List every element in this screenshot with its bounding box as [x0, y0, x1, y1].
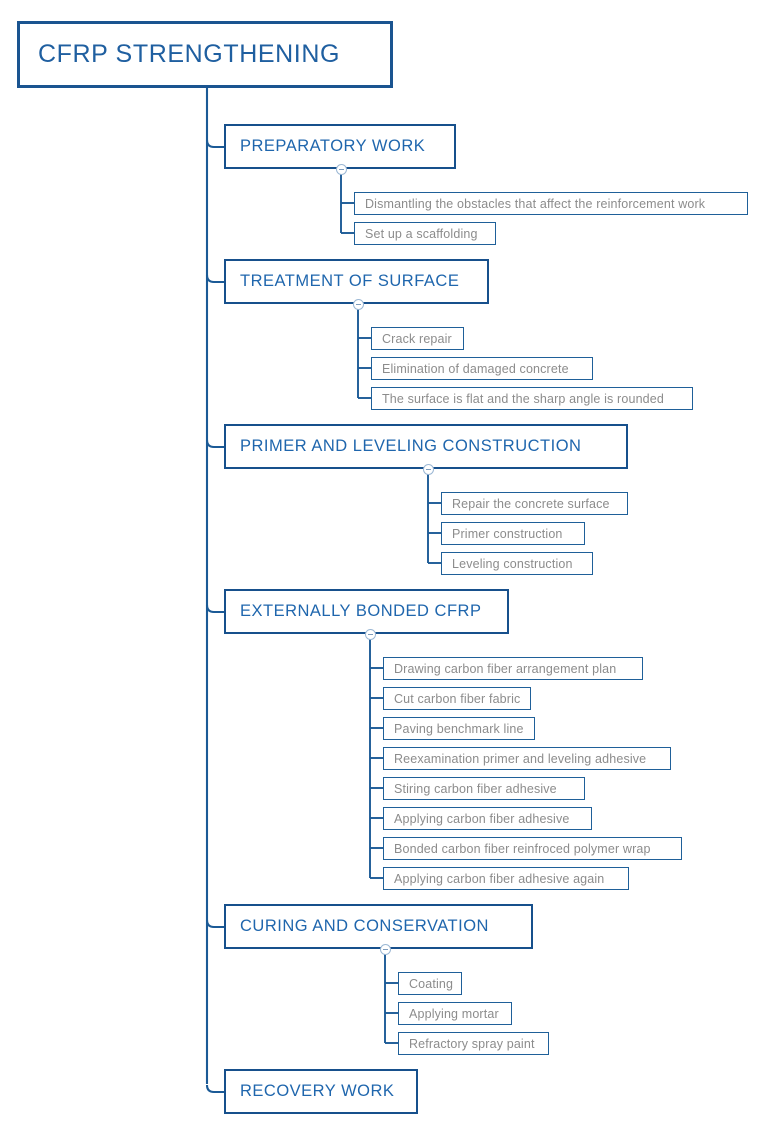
leaf-node[interactable]: Elimination of damaged concrete [371, 357, 593, 380]
branch-node-curing-and-conservation[interactable]: CURING AND CONSERVATION [224, 904, 533, 949]
branch-node-label: CURING AND CONSERVATION [240, 917, 489, 935]
elbow-branch-3 [205, 439, 224, 449]
leaf-node-label: Reexamination primer and leveling adhesi… [394, 751, 647, 766]
leaf-node[interactable]: Coating [398, 972, 462, 995]
leaf-node-label: Refractory spray paint [409, 1036, 535, 1051]
collapse-toggle-branch-4[interactable] [365, 629, 376, 640]
leaf-node[interactable]: Set up a scaffolding [354, 222, 496, 245]
elbow-branch-5 [205, 919, 224, 929]
elbow-branch-1 [205, 139, 224, 149]
leaf-node-label: Repair the concrete surface [452, 496, 610, 511]
branch-node-treatment-of-surface[interactable]: TREATMENT OF SURFACE [224, 259, 489, 304]
leaf-node-label: Coating [409, 976, 454, 991]
minus-icon [368, 634, 373, 635]
leaf-node-label: Cut carbon fiber fabric [394, 691, 521, 706]
leaf-node[interactable]: Reexamination primer and leveling adhesi… [383, 747, 671, 770]
leaf-node[interactable]: Stiring carbon fiber adhesive [383, 777, 585, 800]
branch-node-primer-and-leveling-construction[interactable]: PRIMER AND LEVELING CONSTRUCTION [224, 424, 628, 469]
leaf-node[interactable]: Leveling construction [441, 552, 593, 575]
leaf-node-label: Applying mortar [409, 1006, 499, 1021]
elbow-branch-4 [205, 604, 224, 614]
branch-node-externally-bonded-cfrp[interactable]: EXTERNALLY BONDED CFRP [224, 589, 509, 634]
leaf-node[interactable]: The surface is flat and the sharp angle … [371, 387, 693, 410]
branch-node-label: TREATMENT OF SURFACE [240, 272, 460, 290]
leaf-node-label: The surface is flat and the sharp angle … [382, 391, 664, 406]
elbow-branch-2 [205, 274, 224, 284]
minus-icon [339, 169, 344, 170]
collapse-toggle-branch-5[interactable] [380, 944, 391, 955]
branch-node-label: RECOVERY WORK [240, 1082, 395, 1100]
leaf-node[interactable]: Drawing carbon fiber arrangement plan [383, 657, 643, 680]
leaf-node[interactable]: Crack repair [371, 327, 464, 350]
leaf-node[interactable]: Applying carbon fiber adhesive again [383, 867, 629, 890]
branch-node-label: PREPARATORY WORK [240, 137, 426, 155]
collapse-toggle-branch-1[interactable] [336, 164, 347, 175]
leaf-node-label: Dismantling the obstacles that affect th… [365, 196, 706, 211]
root-node[interactable]: CFRP STRENGTHENING [17, 21, 393, 88]
leaf-node-label: Stiring carbon fiber adhesive [394, 781, 557, 796]
leaf-node-label: Applying carbon fiber adhesive [394, 811, 570, 826]
minus-icon [383, 949, 388, 950]
leaf-node-label: Bonded carbon fiber reinfroced polymer w… [394, 841, 651, 856]
leaf-node-label: Crack repair [382, 331, 452, 346]
leaf-node[interactable]: Applying mortar [398, 1002, 512, 1025]
leaf-node-label: Paving benchmark line [394, 721, 524, 736]
minus-icon [356, 304, 361, 305]
leaf-node[interactable]: Primer construction [441, 522, 585, 545]
root-node-label: CFRP STRENGTHENING [38, 40, 341, 68]
collapse-toggle-branch-3[interactable] [423, 464, 434, 475]
leaf-node-label: Elimination of damaged concrete [382, 361, 569, 376]
branch-node-recovery-work[interactable]: RECOVERY WORK [224, 1069, 418, 1114]
leaf-node[interactable]: Dismantling the obstacles that affect th… [354, 192, 748, 215]
branch-node-preparatory-work[interactable]: PREPARATORY WORK [224, 124, 456, 169]
leaf-node[interactable]: Bonded carbon fiber reinfroced polymer w… [383, 837, 682, 860]
branch-node-label: PRIMER AND LEVELING CONSTRUCTION [240, 437, 582, 455]
leaf-node[interactable]: Paving benchmark line [383, 717, 535, 740]
leaf-node-label: Leveling construction [452, 556, 573, 571]
leaf-node-label: Drawing carbon fiber arrangement plan [394, 661, 617, 676]
leaf-node[interactable]: Refractory spray paint [398, 1032, 549, 1055]
leaf-node-label: Primer construction [452, 526, 563, 541]
minus-icon [426, 469, 431, 470]
elbow-branch-6 [205, 1084, 224, 1094]
branch-node-label: EXTERNALLY BONDED CFRP [240, 602, 482, 620]
collapse-toggle-branch-2[interactable] [353, 299, 364, 310]
leaf-node[interactable]: Repair the concrete surface [441, 492, 628, 515]
leaf-node[interactable]: Cut carbon fiber fabric [383, 687, 531, 710]
leaf-node-label: Set up a scaffolding [365, 226, 478, 241]
leaf-node-label: Applying carbon fiber adhesive again [394, 871, 605, 886]
leaf-node[interactable]: Applying carbon fiber adhesive [383, 807, 592, 830]
